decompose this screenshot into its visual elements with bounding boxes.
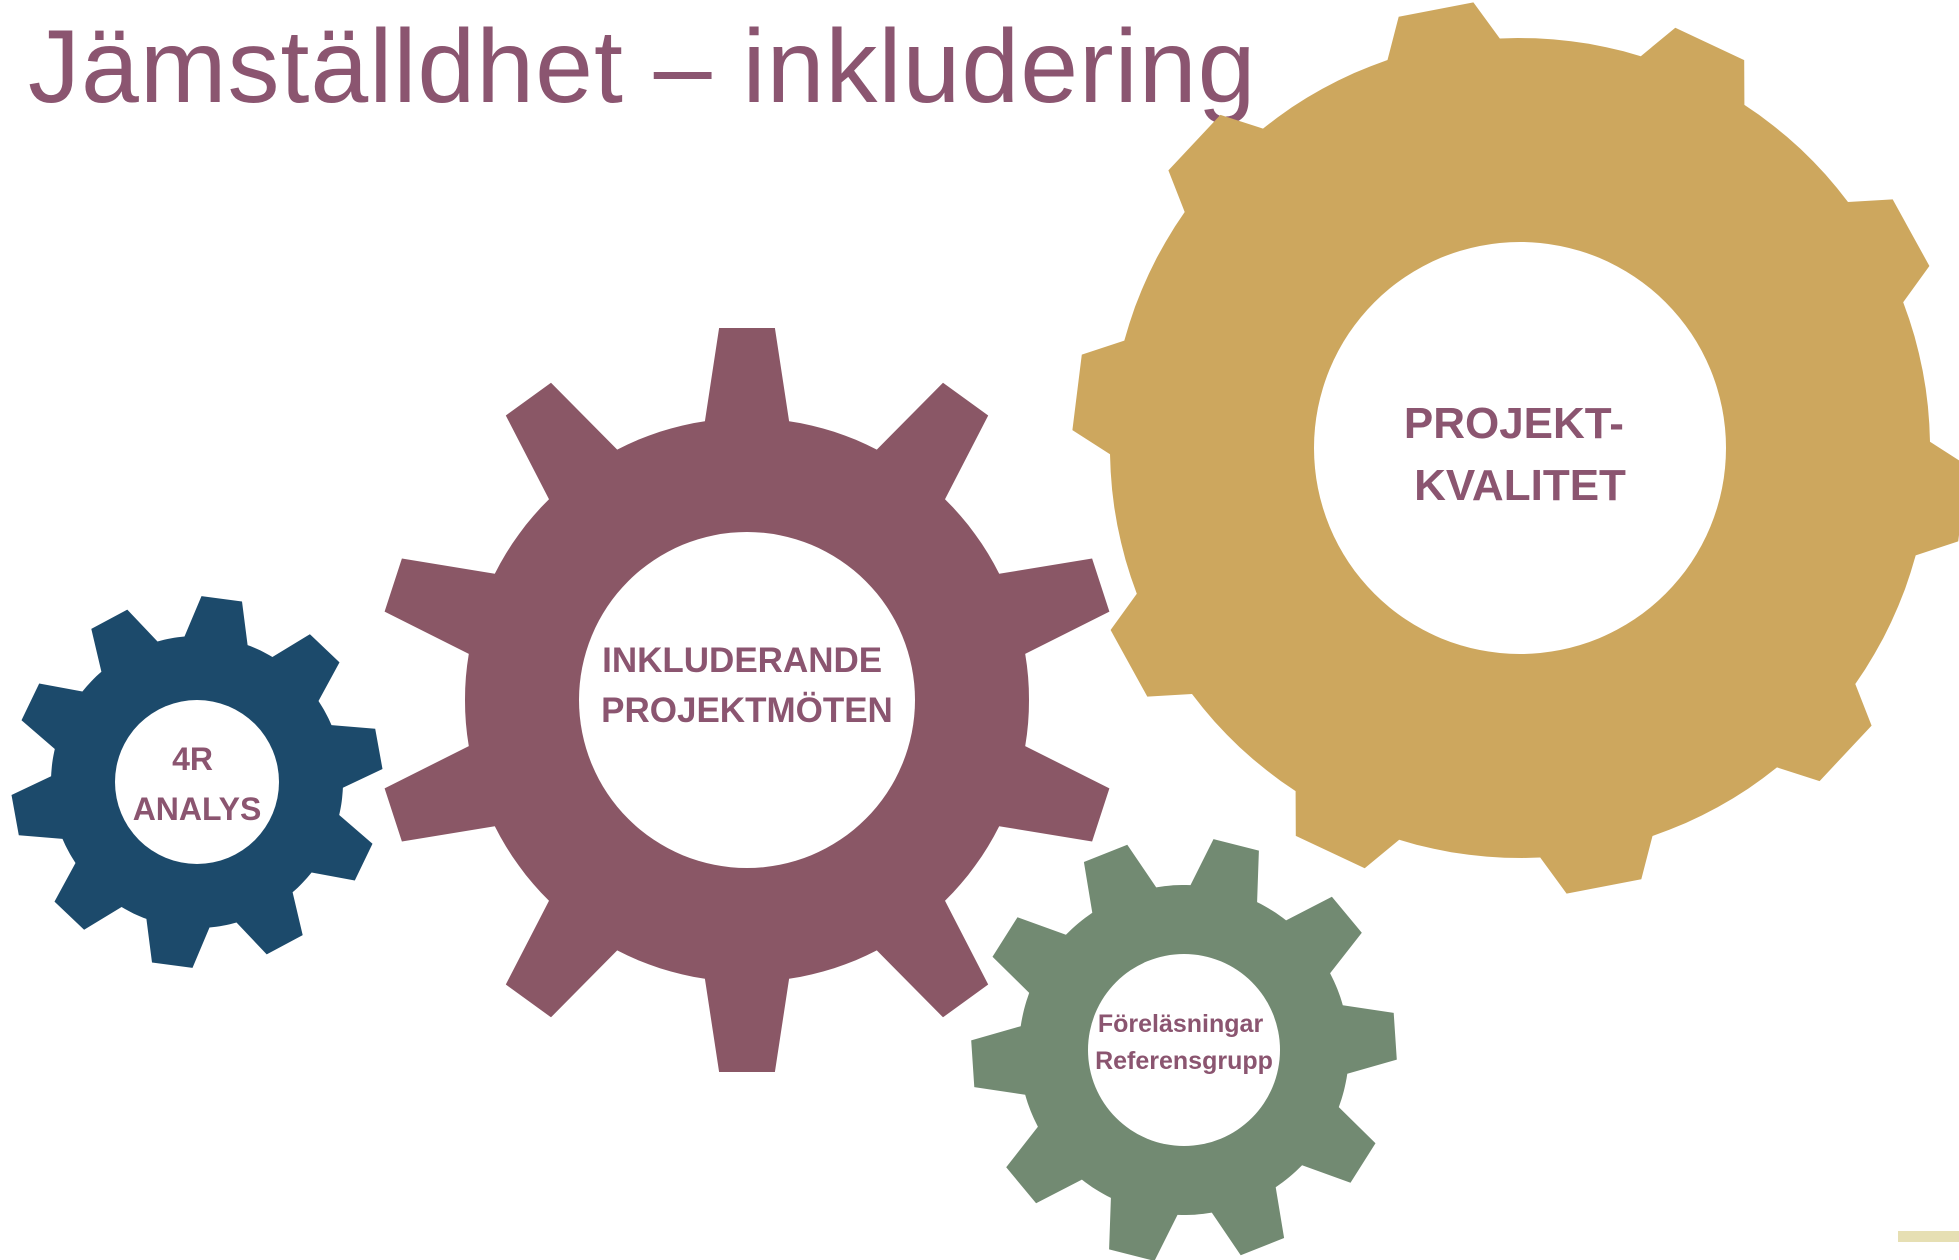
gear-projektkvalitet: PROJEKT- KVALITET <box>1072 2 1959 894</box>
gear-inkluderande-projektmoten-hole <box>579 532 915 868</box>
gear-4r-analys-label-line-2: ANALYS <box>133 791 262 827</box>
gear-inkluderande-projektmoten-label-line-2: PROJEKTMÖTEN <box>601 691 893 730</box>
gear-4r-analys: 4R ANALYS <box>11 596 383 968</box>
gear-projektkvalitet-hole <box>1314 242 1726 654</box>
gear-forelasningar-referensgrupp-label: Föreläsningar Referensgrupp <box>1095 1010 1273 1075</box>
gear-4r-analys-label-line-1: 4R <box>172 741 213 777</box>
gear-4r-analys-hole <box>115 700 279 864</box>
gear-forelasningar-referensgrupp-hole <box>1088 954 1280 1146</box>
gear-forelasningar-referensgrupp-label-line-2: Referensgrupp <box>1095 1047 1273 1075</box>
gear-inkluderande-projektmoten: INKLUDERANDE PROJEKTMÖTEN <box>384 328 1110 1072</box>
gear-4r-analys-label: 4R ANALYS <box>133 741 262 827</box>
slide-title: Jämställdhet – inkludering <box>28 9 1257 125</box>
gear-forelasningar-referensgrupp: Föreläsningar Referensgrupp <box>971 839 1397 1260</box>
gear-projektkvalitet-label: PROJEKT- KVALITET <box>1404 399 1636 510</box>
gear-inkluderande-projektmoten-label-line-1: INKLUDERANDE <box>602 641 882 680</box>
corner-accent-bar <box>1898 1231 1959 1242</box>
gear-forelasningar-referensgrupp-label-line-1: Föreläsningar <box>1098 1010 1264 1038</box>
gear-inkluderande-projektmoten-label: INKLUDERANDE PROJEKTMÖTEN <box>601 641 893 730</box>
gear-projektkvalitet-label-line-1: PROJEKT- <box>1404 399 1624 448</box>
gear-projektkvalitet-label-line-2: KVALITET <box>1414 461 1626 510</box>
